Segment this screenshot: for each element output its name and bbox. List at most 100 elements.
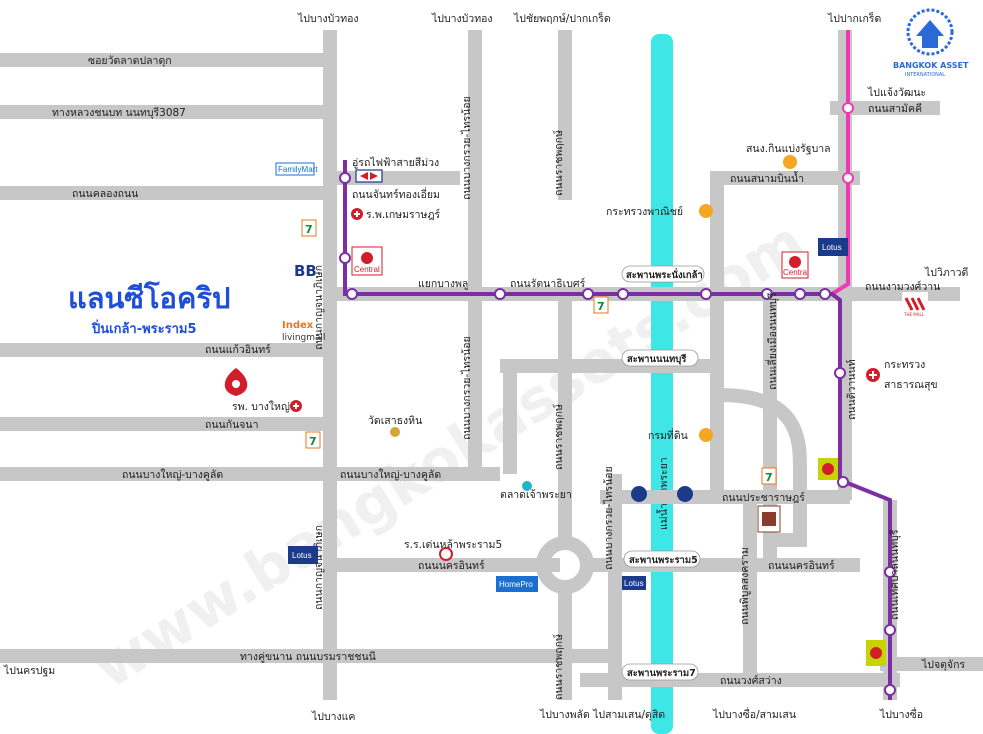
direction-label: ไปบางบัวทอง [297, 12, 359, 25]
talat-chao-phraya: ตลาดเจ้าพระยา [500, 481, 572, 501]
seven-eleven-logo: 7 [593, 296, 609, 314]
direction-label: ไปบางบัวทอง [431, 12, 493, 25]
station [700, 288, 712, 300]
station [819, 288, 831, 300]
svg-text:ร.พ.เกษมราษฎร์: ร.พ.เกษมราษฎร์ [366, 208, 441, 221]
svg-text:สะพานพระนั่งเกล้า: สะพานพระนั่งเกล้า [626, 267, 703, 281]
svg-text:Central: Central [354, 265, 380, 274]
commerce-ministry: กระทรวงพาณิชย์ [606, 204, 713, 218]
svg-text:Lotus: Lotus [624, 579, 644, 588]
bangkok-asset-logo: BANGKOK ASSET INTERNATIONAL [893, 8, 969, 78]
svg-text:Lotus: Lotus [822, 243, 842, 252]
svg-text:7: 7 [309, 435, 317, 448]
station [884, 566, 896, 578]
kasemrad-hospital: ร.พ.เกษมราษฎร์ [351, 208, 441, 221]
direction-label: ไปปากเกร็ด [827, 11, 881, 25]
road-label: ถนนบางใหญ่-บางคูลัด [122, 468, 223, 481]
pier-icon [631, 486, 693, 502]
wat-sao-thong-hin: วัดเสาธงหิน [368, 415, 422, 437]
road-label-vertical: ถนนเทศบาลนนทบุรี [888, 529, 901, 620]
svg-text:กระทรวงพาณิชย์: กระทรวงพาณิชย์ [606, 205, 683, 218]
road-label: ถนนนครอินทร์ [418, 559, 485, 572]
school: ร.ร.เต่นหล้าพระราม5 [404, 539, 502, 561]
direction-label: ไปบางแค [311, 710, 355, 723]
station [494, 288, 506, 300]
direction-label: ไปบางพลัด ไปสามเสน/ดุสิต [539, 708, 665, 721]
bridge-rama-phranangklao: สะพานพระนั่งเกล้า [621, 265, 705, 283]
direction-label: ไปวิภาวดี [924, 266, 968, 279]
svg-text:7: 7 [305, 223, 313, 236]
seven-eleven-logo: 7 [761, 467, 777, 485]
lotus-logo: Lotus [288, 546, 318, 564]
svg-text:อู่รถไฟฟ้าสายสีม่วง: อู่รถไฟฟ้าสายสีม่วง [352, 156, 439, 169]
svg-text:Central: Central [783, 268, 809, 277]
road-label: ถนนแก้วอินทร์ [205, 343, 271, 356]
project-title: แลนซีโอคริป [68, 280, 230, 315]
svg-text:HomePro: HomePro [499, 580, 533, 589]
direction-label: ไปชัยพฤกษ์/ปากเกร็ด [513, 11, 611, 25]
road-label: ถนนนครอินทร์ [768, 559, 835, 572]
road-label-vertical: ถนนกาญจนาภิเษก [313, 265, 325, 350]
bridge-rama7: สะพานพระราม7 [621, 663, 699, 681]
svg-text:ตลาดเจ้าพระยา: ตลาดเจ้าพระยา [500, 489, 572, 501]
road-label-vertical: ถนนบางกรวย-ไทรน้อย [460, 336, 473, 440]
svg-text:วัดเสาธงหิน: วัดเสาธงหิน [368, 415, 422, 427]
big-c-logo [866, 640, 886, 666]
svg-text:FamilyMart: FamilyMart [278, 165, 318, 174]
road-label: ถนนกันจนา [205, 419, 258, 431]
seven-eleven-logo: 7 [301, 219, 317, 237]
station [884, 624, 896, 636]
road-label: ถนนวงศ์สว่าง [720, 674, 782, 687]
svg-text:สาธารณสุข: สาธารณสุข [884, 379, 938, 391]
land-department: กรมที่ดิน [648, 428, 713, 442]
station [339, 172, 351, 184]
road-label-vertical: ถนนราชพฤกษ์ [552, 130, 565, 196]
homepro-logo: HomePro [496, 576, 538, 592]
bridge-nonthaburi: สะพานนนทบุรี [621, 349, 699, 367]
station [617, 288, 629, 300]
station [339, 252, 351, 264]
road-label: ถนนบางใหญ่-บางคูลัด [340, 468, 441, 481]
road-label-vertical: ถนนราชพฤกษ์ [552, 404, 565, 470]
road-label: ถนนสนามบินน้ำ [730, 171, 804, 185]
svg-text:Lotus: Lotus [292, 551, 312, 560]
the-mall-logo: THE MALL [902, 292, 928, 317]
purple-line [339, 160, 896, 700]
direction-label: ไปจตุจักร [921, 658, 965, 671]
svg-text:สะพานนนทบุรี: สะพานนนทบุรี [627, 353, 687, 365]
road-label: ถนนคลองถนน [72, 188, 138, 200]
svg-text:7: 7 [597, 300, 605, 313]
central-logo: Central [351, 246, 383, 276]
svg-text:livingmall: livingmall [282, 333, 326, 343]
road-label-vertical: ถนนราชพฤกษ์ [552, 634, 565, 700]
direction-label: ไปบางซื่อ [879, 707, 923, 721]
road-label-vertical: ถนนเลี่ยงเมืองนนทบุรี [765, 292, 779, 390]
public-health-ministry: กระทรวง สาธารณสุข [866, 359, 938, 391]
road-label: ถนนจันทร์ทองเอี่ยม [352, 187, 440, 201]
station [794, 288, 806, 300]
road-label: ถนนงามวงศ์วาน [865, 280, 940, 293]
road-label: ซอยวัดลาดปลาดุก [88, 55, 172, 67]
seven-eleven-logo: 7 [305, 431, 321, 449]
station [884, 684, 896, 696]
station [346, 288, 358, 300]
svg-text:THE MALL: THE MALL [903, 312, 925, 317]
direction-label: ไปแจ้งวัฒนะ [867, 86, 926, 99]
bb-logo: BB [294, 262, 317, 280]
lotus-logo: Lotus [622, 576, 646, 590]
road-label-vertical: ถนนติวานนท์ [845, 359, 858, 420]
svg-text:สะพานพระราม7: สะพานพระราม7 [627, 668, 696, 679]
svg-text:กระทรวง: กระทรวง [884, 359, 925, 371]
road-network [0, 30, 983, 700]
station [761, 288, 773, 300]
lotus-logo: Lotus [818, 238, 848, 256]
road-label: แยกบางพลู [418, 278, 468, 290]
svg-text:กรมที่ดิน: กรมที่ดิน [648, 428, 688, 442]
svg-text:INTERNATIONAL: INTERNATIONAL [905, 72, 945, 78]
chao-phraya-river [651, 34, 673, 734]
road-label: ถนนรัตนาธิเบศร์ [510, 277, 586, 290]
road-label: ทางคู่ขนาน ถนนบรมราชชนนี [240, 650, 376, 663]
station [834, 367, 846, 379]
road-label: ถนนสามัคคี [868, 102, 922, 115]
